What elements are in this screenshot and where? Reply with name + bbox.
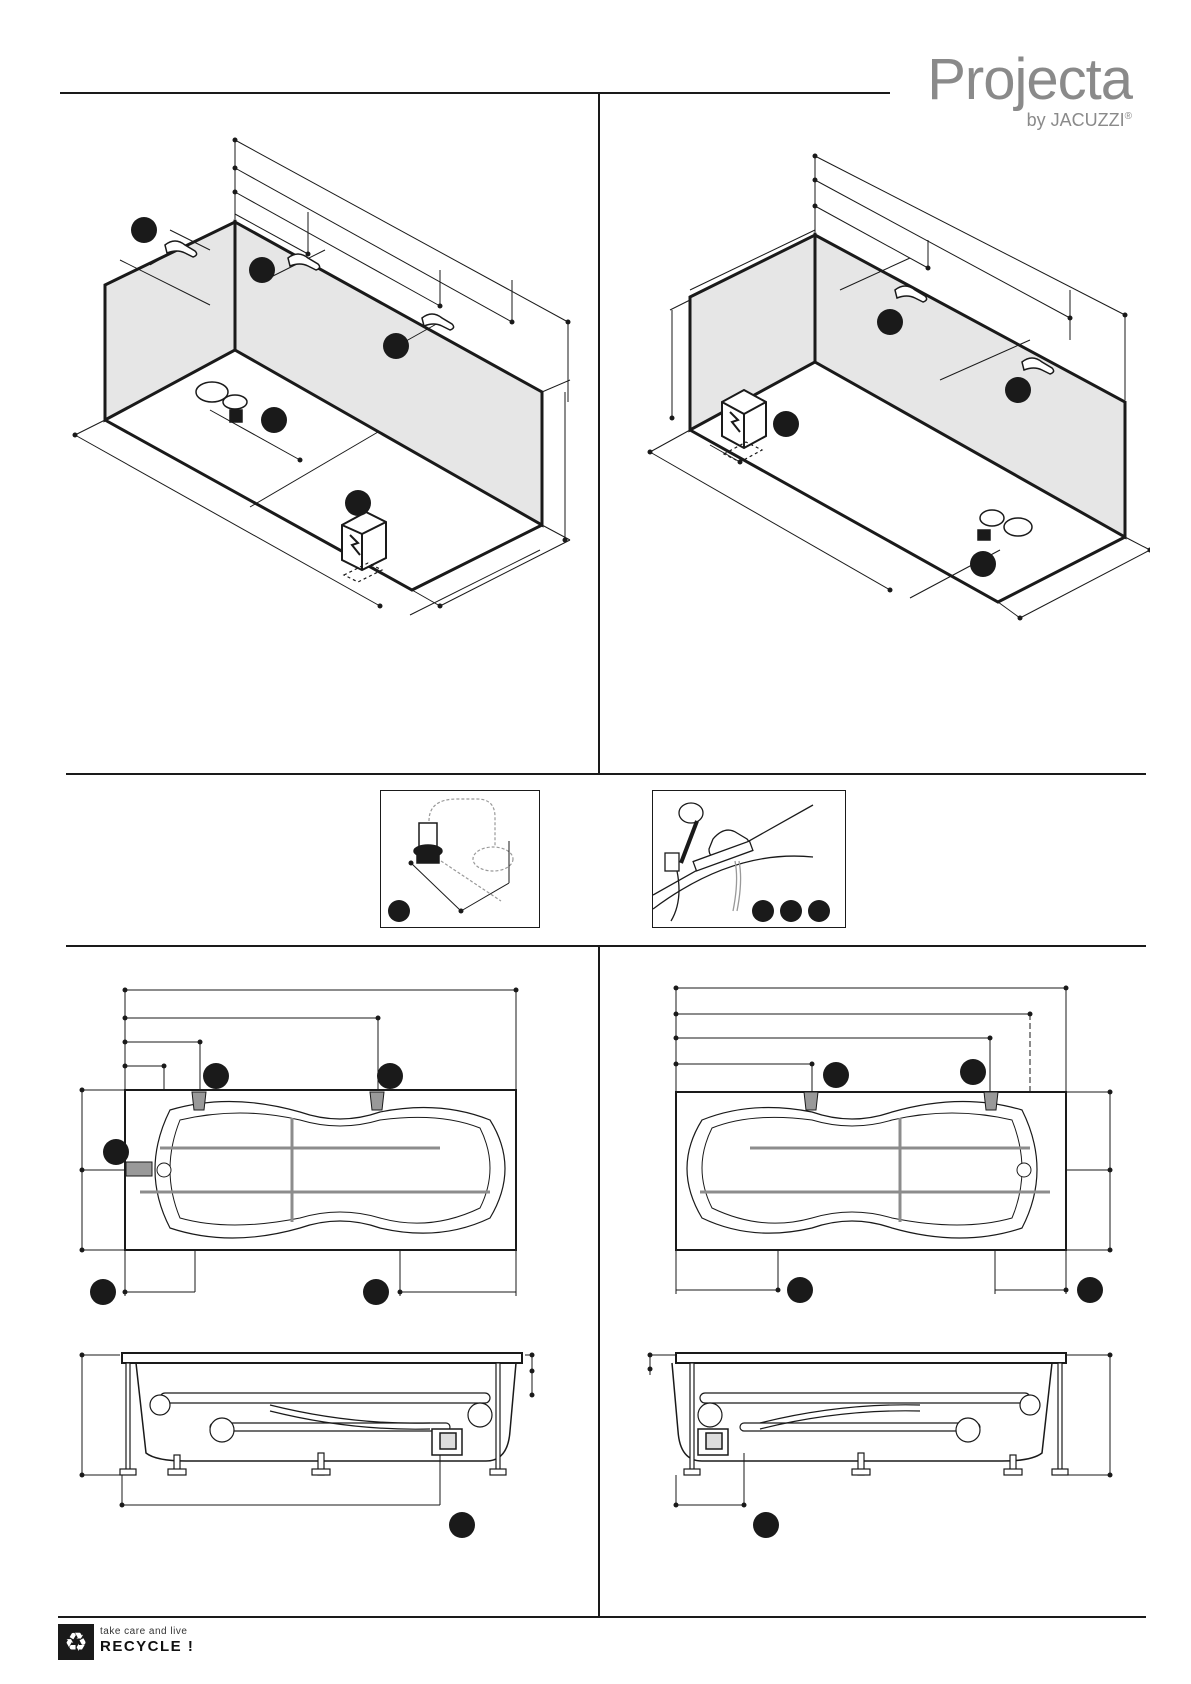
drain-detail-inset xyxy=(380,790,540,928)
callout-marker xyxy=(90,1279,116,1305)
callout-marker xyxy=(131,217,157,243)
logo-wordmark: Projecta xyxy=(927,48,1132,112)
recycle-icon: ♻ xyxy=(58,1624,94,1660)
footer-tagline-small: take care and live xyxy=(100,1626,187,1637)
pump-box-icon xyxy=(698,1429,728,1455)
elevation-view-left xyxy=(70,1345,560,1575)
header-rule xyxy=(60,92,890,94)
callout-marker xyxy=(363,1279,389,1305)
callout-marker xyxy=(752,900,774,922)
callout-marker xyxy=(261,407,287,433)
byline-prefix: by xyxy=(1027,110,1046,130)
callout-marker xyxy=(773,411,799,437)
callout-marker xyxy=(877,309,903,335)
tub-legs xyxy=(120,1363,506,1475)
section-rule-2 xyxy=(66,945,1146,947)
callout-marker xyxy=(1005,377,1031,403)
elevation-view-right xyxy=(620,1345,1120,1575)
callout-marker xyxy=(103,1139,129,1165)
pump-box-icon xyxy=(432,1429,462,1455)
callout-marker xyxy=(203,1063,229,1089)
footer-tagline-big: RECYCLE ! xyxy=(100,1638,194,1655)
tub-rim xyxy=(676,1353,1066,1363)
registered-mark: ® xyxy=(1125,111,1132,122)
callout-marker xyxy=(449,1512,475,1538)
tub-rim xyxy=(122,1353,522,1363)
callout-marker xyxy=(823,1062,849,1088)
side-wall xyxy=(235,222,542,525)
tub-outline xyxy=(676,1092,1066,1250)
plan-dimension-callouts-right xyxy=(620,1250,1120,1310)
projecta-logo: Projecta by JACUZZI® xyxy=(900,48,1140,130)
callout-marker xyxy=(249,257,275,283)
section-rule-3 xyxy=(58,1616,1146,1618)
callout-marker xyxy=(808,900,830,922)
callout-marker xyxy=(960,1059,986,1085)
drain-detail-drawing xyxy=(381,791,539,927)
plan-view-right xyxy=(620,980,1120,1270)
tub-legs xyxy=(684,1363,1068,1475)
mixer-detail-drawing xyxy=(653,791,845,927)
recycle-footer: ♻ take care and live RECYCLE ! xyxy=(58,1624,258,1664)
callout-marker xyxy=(753,1512,779,1538)
callout-marker xyxy=(1077,1277,1103,1303)
callout-marker xyxy=(377,1063,403,1089)
logo-byline: by JACUZZI® xyxy=(1027,110,1132,131)
callout-marker xyxy=(780,900,802,922)
byline-brand: JACUZZI xyxy=(1051,110,1125,130)
tub-outline xyxy=(125,1090,516,1250)
callout-marker xyxy=(345,490,371,516)
isometric-diagram-left xyxy=(60,130,600,650)
callout-marker xyxy=(388,900,410,922)
callout-marker xyxy=(970,551,996,577)
plan-view-left xyxy=(70,980,560,1270)
drain-trap-icon xyxy=(978,510,1032,540)
plan-dimension-callouts-left xyxy=(70,1250,560,1310)
callout-marker xyxy=(383,333,409,359)
mixer-detail-inset xyxy=(652,790,846,928)
callout-marker xyxy=(787,1277,813,1303)
bottom-divider xyxy=(598,945,600,1617)
section-rule-1 xyxy=(66,773,1146,775)
isometric-diagram-right xyxy=(610,140,1150,640)
